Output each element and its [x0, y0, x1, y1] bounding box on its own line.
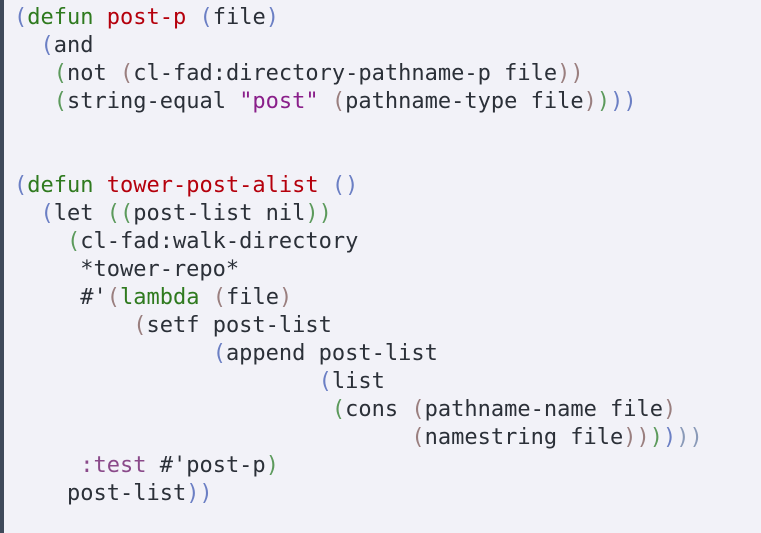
code-token: append post-list [225, 341, 438, 366]
code-line[interactable]: (string-equal "post" (pathname-type file… [14, 88, 703, 116]
code-line[interactable]: (list [14, 368, 703, 396]
code-token [14, 313, 133, 338]
code-token: string-equal [67, 89, 240, 114]
code-token: ( [106, 285, 120, 310]
code-line[interactable]: (and [14, 32, 703, 60]
code-token: ( [212, 341, 226, 366]
code-line[interactable]: (namestring file)))))) [14, 424, 703, 452]
code-token [186, 5, 199, 30]
code-token: setf post-list [146, 313, 332, 338]
code-token: ( [411, 425, 425, 450]
code-token: ) [663, 425, 677, 450]
code-token: #'post-p [146, 453, 266, 478]
code-token: ( [66, 229, 81, 254]
code-token: post-p [106, 5, 187, 30]
code-token [14, 229, 67, 254]
code-token: )) [610, 89, 637, 114]
code-token: )) [676, 425, 703, 450]
code-token [93, 173, 106, 198]
code-token: ( [133, 313, 147, 338]
code-token: #' [14, 285, 107, 310]
code-token: ( [119, 61, 134, 86]
code-token: ( [199, 5, 213, 30]
code-token [319, 173, 332, 198]
code-token: *tower-repo* [14, 257, 240, 282]
code-token: defun [27, 173, 94, 198]
code-token: ) [265, 453, 279, 478]
code-token: file [225, 285, 279, 310]
code-line[interactable]: (append post-list [14, 340, 703, 368]
code-token: ( [40, 201, 54, 226]
code-line[interactable]: (not (cl-fad:directory-pathname-p file)) [14, 60, 703, 88]
code-token: ( [318, 369, 332, 394]
code-token [14, 33, 41, 58]
code-line[interactable]: (cons (pathname-name file) [14, 396, 703, 424]
code-token: ) [649, 425, 664, 450]
code-token: ( [53, 61, 67, 86]
code-line[interactable]: (defun post-p (file) [14, 4, 703, 32]
code-token: "post" [239, 89, 319, 114]
code-token [319, 89, 332, 114]
code-token: not [67, 61, 120, 86]
code-line[interactable]: #'(lambda (file) [14, 284, 703, 312]
code-token: (( [106, 201, 134, 226]
code-line[interactable]: :test #'post-p) [14, 452, 703, 480]
code-token: )) [305, 201, 332, 226]
code-token: pathname-name file [424, 397, 664, 422]
code-token: list [331, 369, 385, 394]
code-token: )) [623, 425, 650, 450]
code-token [14, 341, 213, 366]
code-token: ( [331, 397, 346, 422]
code-line[interactable]: (setf post-list [14, 312, 703, 340]
code-token: let [53, 201, 107, 226]
code-token: and [53, 33, 94, 58]
code-token: cl-fad:walk-directory [80, 229, 359, 254]
code-token: tower-post-alist [106, 173, 319, 198]
code-area[interactable]: (defun post-p (file) (and (not (cl-fad:d… [14, 4, 703, 508]
code-token: ( [411, 397, 425, 422]
code-token [93, 5, 106, 30]
code-token [14, 369, 319, 394]
code-line[interactable] [14, 116, 703, 144]
code-token: )) [186, 481, 213, 506]
code-token: ) [583, 89, 597, 114]
code-token: ) [596, 89, 611, 114]
code-line[interactable]: post-list)) [14, 480, 703, 508]
code-token: cons [345, 397, 412, 422]
code-line[interactable] [14, 144, 703, 172]
code-token: file [212, 5, 266, 30]
code-token: () [331, 173, 359, 198]
code-token: )) [557, 61, 584, 86]
code-token [14, 61, 54, 86]
code-token: ( [14, 173, 28, 198]
code-token: ( [40, 33, 54, 58]
code-token: namestring file [424, 425, 624, 450]
code-token [199, 285, 212, 310]
code-token: post-list [14, 481, 187, 506]
code-token [14, 89, 54, 114]
code-token: cl-fad:directory-pathname-p file [133, 61, 558, 86]
code-token: :test [80, 453, 147, 478]
code-token [14, 425, 411, 450]
code-token: ( [53, 89, 67, 114]
code-token [14, 453, 80, 478]
code-line[interactable]: (let ((post-list nil)) [14, 200, 703, 228]
code-token [14, 397, 332, 422]
code-token: ) [265, 5, 279, 30]
code-token: ( [212, 285, 226, 310]
code-line[interactable]: (defun tower-post-alist () [14, 172, 703, 200]
code-token: lambda [119, 285, 200, 310]
code-token: ) [663, 397, 677, 422]
code-token: pathname-type file [345, 89, 584, 114]
code-token: post-list nil [133, 201, 306, 226]
code-token [14, 201, 41, 226]
code-line[interactable]: (cl-fad:walk-directory [14, 228, 703, 256]
code-token: ) [278, 285, 293, 310]
code-token: ( [14, 5, 28, 30]
code-token: defun [27, 5, 94, 30]
code-line[interactable]: *tower-repo* [14, 256, 703, 284]
code-token: ( [331, 89, 346, 114]
